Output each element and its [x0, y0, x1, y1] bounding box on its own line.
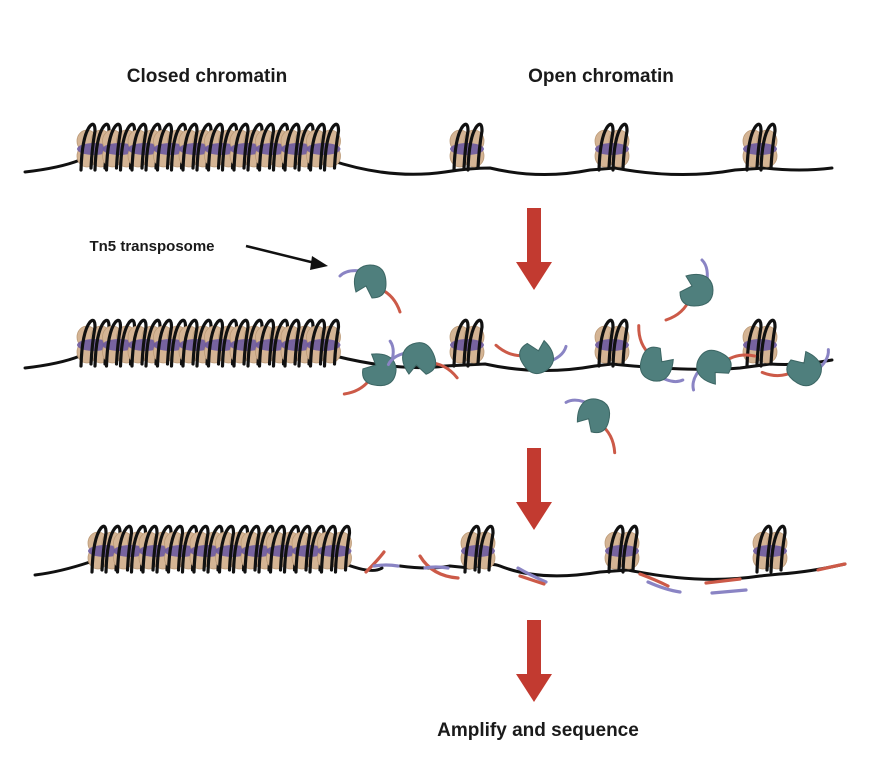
transposome-icon	[637, 324, 685, 384]
tn5-pointer-line	[245, 244, 316, 265]
adapter-fragment	[516, 566, 548, 584]
nucleosome-icon	[449, 122, 485, 172]
nucleosome-icon	[742, 122, 778, 172]
nucleosome-icon	[317, 524, 352, 574]
transposome-icon	[386, 342, 459, 380]
transposome-icon	[760, 348, 830, 387]
nucleosome-icon	[742, 318, 778, 368]
adapter-fragment	[646, 580, 682, 594]
nucleosome-icon	[594, 122, 630, 172]
adapter-fragment	[364, 550, 386, 574]
adapter-fragment	[816, 562, 847, 572]
amplify-and-sequence-label: Amplify and sequence	[437, 720, 639, 741]
nucleosomes	[76, 122, 788, 574]
nucleosome-icon	[604, 524, 640, 574]
open-chromatin-label: Open chromatin	[528, 66, 674, 87]
transposome-icon	[494, 339, 568, 375]
transposome-icon	[564, 398, 617, 455]
transposome-icon	[338, 264, 402, 314]
arrow-down-icon	[516, 620, 552, 702]
adapter-fragment	[638, 572, 670, 588]
transposome-icon	[691, 349, 757, 392]
closed-chromatin-label: Closed chromatin	[127, 66, 287, 87]
adapter-fragment	[372, 563, 400, 568]
adapter-fragment	[518, 574, 546, 586]
nucleosome-icon	[594, 318, 630, 368]
arrow-down-icon	[516, 448, 552, 530]
adapter-fragment	[418, 554, 460, 580]
transposomes	[338, 258, 830, 455]
tn5-pointer-arrowhead	[310, 256, 328, 270]
nucleosome-icon	[189, 524, 225, 574]
labels: Closed chromatin Open chromatin Tn5 tran…	[89, 66, 673, 741]
nucleosome-icon	[460, 524, 496, 574]
adapter-fragment	[423, 565, 450, 570]
step-arrows	[245, 208, 552, 702]
tagged-fragments	[364, 550, 847, 595]
arrow-down-icon	[516, 208, 552, 290]
transposome-icon	[664, 258, 714, 322]
nucleosome-icon	[306, 318, 341, 368]
nucleosome-icon	[449, 318, 485, 368]
adapter-fragment	[710, 588, 748, 595]
nucleosome-icon	[204, 318, 239, 368]
tn5-transposome-label: Tn5 transposome	[89, 238, 214, 255]
nucleosome-icon	[255, 122, 290, 172]
transposome-icon	[342, 339, 397, 396]
nucleosome-icon	[752, 524, 788, 574]
adapter-fragment	[704, 577, 742, 585]
nucleosome-icon	[164, 524, 199, 574]
nucleosome-icon	[280, 318, 316, 368]
nucleosome-icon	[306, 122, 341, 172]
